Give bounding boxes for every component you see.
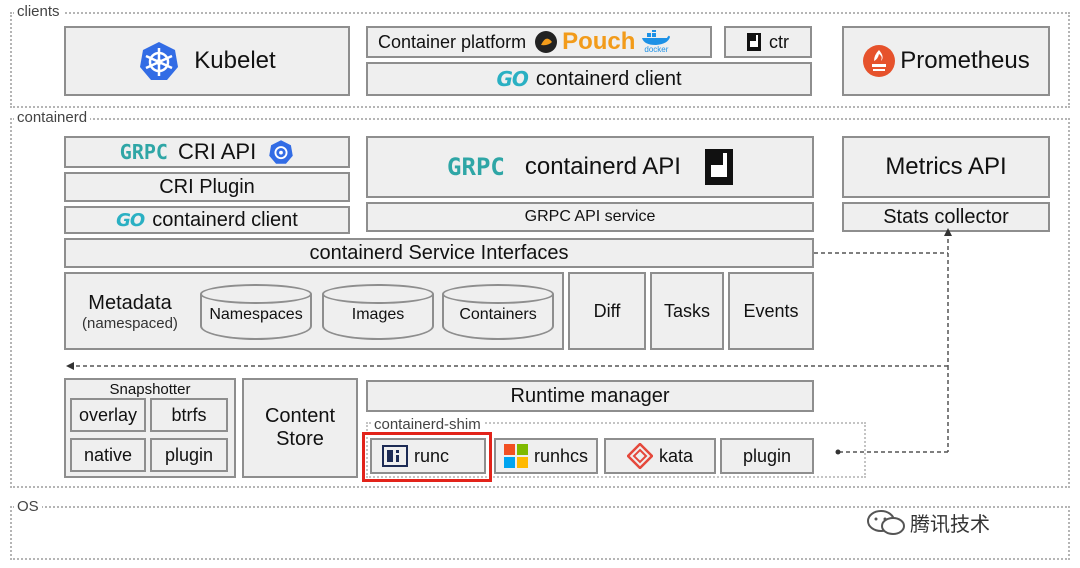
stats-collector-label: Stats collector: [883, 205, 1009, 228]
diff-box: Diff: [568, 272, 646, 350]
overlay-box: overlay: [70, 398, 146, 432]
diff-label: Diff: [593, 300, 621, 321]
container-platform-box: Container platform Pouch docker: [366, 26, 712, 58]
client-containerd-client-box: GO containerd client: [366, 62, 812, 96]
shim-group: [366, 422, 866, 478]
kata-box: kata: [604, 438, 716, 474]
os-section: [10, 506, 1070, 560]
docker-icon: docker: [641, 30, 671, 54]
content-store-label-2: Store: [276, 428, 324, 450]
kubelet-box: Kubelet: [64, 26, 350, 96]
kata-icon: [626, 443, 653, 469]
containerd-api-label: containerd API: [524, 153, 681, 180]
native-box: native: [70, 438, 146, 472]
cri-api-box: GRPC CRI API: [64, 136, 350, 168]
containerd-client-label: containerd client: [535, 67, 682, 90]
snapshot-plugin-box: plugin: [150, 438, 228, 472]
ctr-box: ctr: [724, 26, 812, 58]
service-interfaces-box: containerd Service Interfaces: [64, 238, 814, 268]
kubernetes-icon: [269, 140, 293, 164]
shim-plugin-box: plugin: [720, 438, 814, 474]
containerd-section: [10, 118, 1070, 488]
stats-collector-box: Stats collector: [842, 202, 1050, 232]
metadata-title: Metadata (namespaced): [68, 292, 192, 332]
tasks-box: Tasks: [650, 272, 724, 350]
runc-box: runc: [370, 438, 486, 474]
runc-highlight: [362, 432, 492, 482]
namespaces-label: Namespaces: [209, 306, 303, 323]
containers-label: Containers: [459, 306, 537, 323]
containers-store: Containers: [442, 284, 554, 340]
metrics-api-box: Metrics API: [842, 136, 1050, 198]
cri-containerd-client-label: containerd client: [152, 208, 298, 231]
snapshot-plugin-label: plugin: [164, 444, 214, 465]
containerd-api-box: GRPC containerd API: [366, 136, 814, 198]
grpc-logo: GRPC: [447, 153, 505, 181]
images-label: Images: [351, 306, 405, 323]
events-box: Events: [728, 272, 814, 350]
arrow-head: [66, 362, 74, 370]
containerd-icon: [747, 33, 761, 51]
btrfs-label: btrfs: [171, 404, 207, 425]
watermark-text: 腾讯技术: [910, 512, 990, 536]
pouch-icon: [535, 31, 558, 53]
btrfs-box: btrfs: [150, 398, 228, 432]
docker-label: docker: [644, 45, 669, 54]
runtime-manager-box: Runtime manager: [366, 380, 814, 412]
prometheus-icon: [863, 45, 896, 77]
tasks-label: Tasks: [663, 300, 710, 321]
overlay-label: overlay: [78, 404, 138, 425]
watermark: 腾讯技术: [866, 508, 990, 537]
arrow-dot: [835, 449, 841, 455]
runhcs-box: runhcs: [494, 438, 598, 474]
cri-api-label: CRI API: [177, 139, 257, 164]
grpc-logo: GRPC: [119, 140, 168, 164]
go-logo: GO: [116, 209, 145, 231]
cri-containerd-client-box: GO containerd client: [64, 206, 350, 234]
arrow-head: [944, 228, 952, 236]
clients-label: clients: [14, 4, 63, 20]
cri-plugin-box: CRI Plugin: [64, 172, 350, 202]
content-store-label-1: Content: [264, 405, 336, 427]
runc-icon: [382, 445, 408, 467]
runhcs-label: runhcs: [533, 445, 589, 466]
metadata-label: Metadata: [88, 292, 172, 314]
shim-label: containerd-shim: [372, 416, 483, 433]
metrics-api-label: Metrics API: [885, 153, 1007, 180]
prometheus-box: Prometheus: [842, 26, 1050, 96]
service-interfaces-label: containerd Service Interfaces: [309, 241, 569, 264]
ctr-label: ctr: [769, 31, 789, 52]
containerd-icon: [704, 149, 733, 185]
clients-section: [10, 12, 1070, 108]
cri-plugin-label: CRI Plugin: [159, 175, 255, 198]
images-store: Images: [322, 284, 434, 340]
namespaces-store: Namespaces: [200, 284, 312, 340]
kata-label: kata: [658, 445, 694, 466]
content-store-box: Content Store: [242, 378, 358, 478]
prometheus-label: Prometheus: [900, 47, 1030, 74]
events-label: Events: [743, 300, 799, 321]
runtime-manager-label: Runtime manager: [510, 384, 670, 407]
metadata-sublabel: (namespaced): [82, 315, 178, 332]
container-platform-label: Container platform: [378, 31, 527, 52]
os-label: OS: [14, 499, 42, 515]
native-label: native: [83, 444, 133, 465]
runc-label: runc: [414, 445, 450, 466]
windows-icon: [503, 444, 528, 468]
grpc-api-service-box: GRPC API service: [366, 202, 814, 232]
shim-plugin-label: plugin: [742, 445, 792, 466]
pouch-logo-text: Pouch: [562, 28, 636, 55]
go-logo: GO: [496, 67, 528, 91]
snapshotter-label: Snapshotter: [109, 381, 191, 398]
wechat-icon: [867, 509, 905, 535]
grpc-api-service-label: GRPC API service: [524, 208, 656, 225]
containerd-label: containerd: [14, 110, 91, 126]
kubelet-label: Kubelet: [194, 47, 276, 74]
kubernetes-icon: [140, 42, 179, 80]
